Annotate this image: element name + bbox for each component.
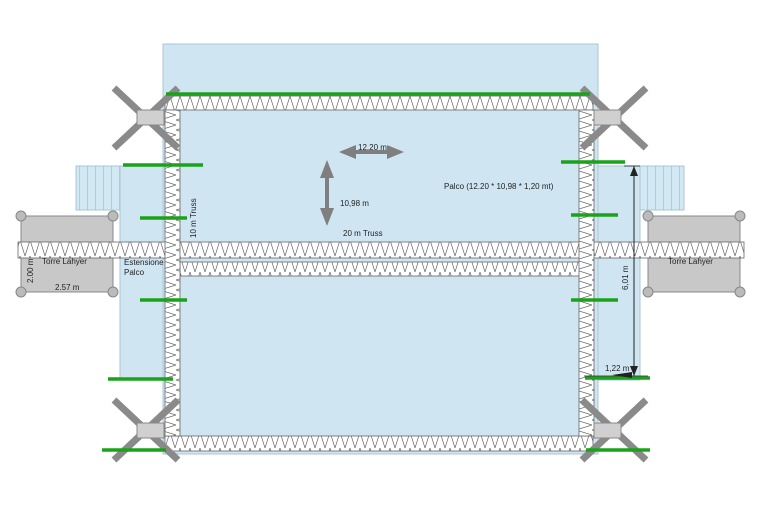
side-extension-left (75, 165, 121, 211)
corner-plate-bl (136, 422, 165, 439)
extension-label-2: Palco (124, 268, 145, 277)
tower-height-label: 2.00 m (26, 258, 35, 283)
tower-width-label: 2.57 m (55, 283, 80, 292)
stage-extension-right (597, 165, 641, 381)
corner-plate-tl (136, 109, 165, 126)
extension-label-1: Estensione (124, 258, 164, 267)
width-arrow (339, 145, 404, 159)
truss-right (578, 109, 595, 437)
tower-left-label: Torre Lahyer (42, 257, 87, 266)
tower-right-label: Torre Lahyer (668, 257, 713, 266)
stage-extension-left (119, 165, 164, 381)
height-dim-label: 6,01 m (621, 265, 630, 290)
height-dim-line (584, 165, 648, 378)
truss-10m-label: 10 m Truss (189, 198, 198, 238)
stage-label: Palco (12.20 * 10,98 * 1,20 mt) (444, 182, 554, 191)
truss-20m (17, 241, 745, 259)
truss-inner (179, 261, 581, 277)
corner-plate-tr (593, 109, 622, 126)
width-dim-label: 12.20 m (358, 143, 387, 152)
truss-top (164, 95, 594, 111)
depth-dim-label: 10,98 m (340, 199, 369, 208)
truss-left (164, 109, 181, 437)
depth-arrow (320, 160, 334, 226)
truss-bottom (164, 435, 594, 452)
corner-plate-br (593, 422, 622, 439)
green-bars (102, 92, 650, 452)
truss-20m-label: 20 m Truss (343, 229, 383, 238)
side-extension-right (639, 165, 685, 211)
low-dim-label: 1,22 m (605, 364, 630, 373)
